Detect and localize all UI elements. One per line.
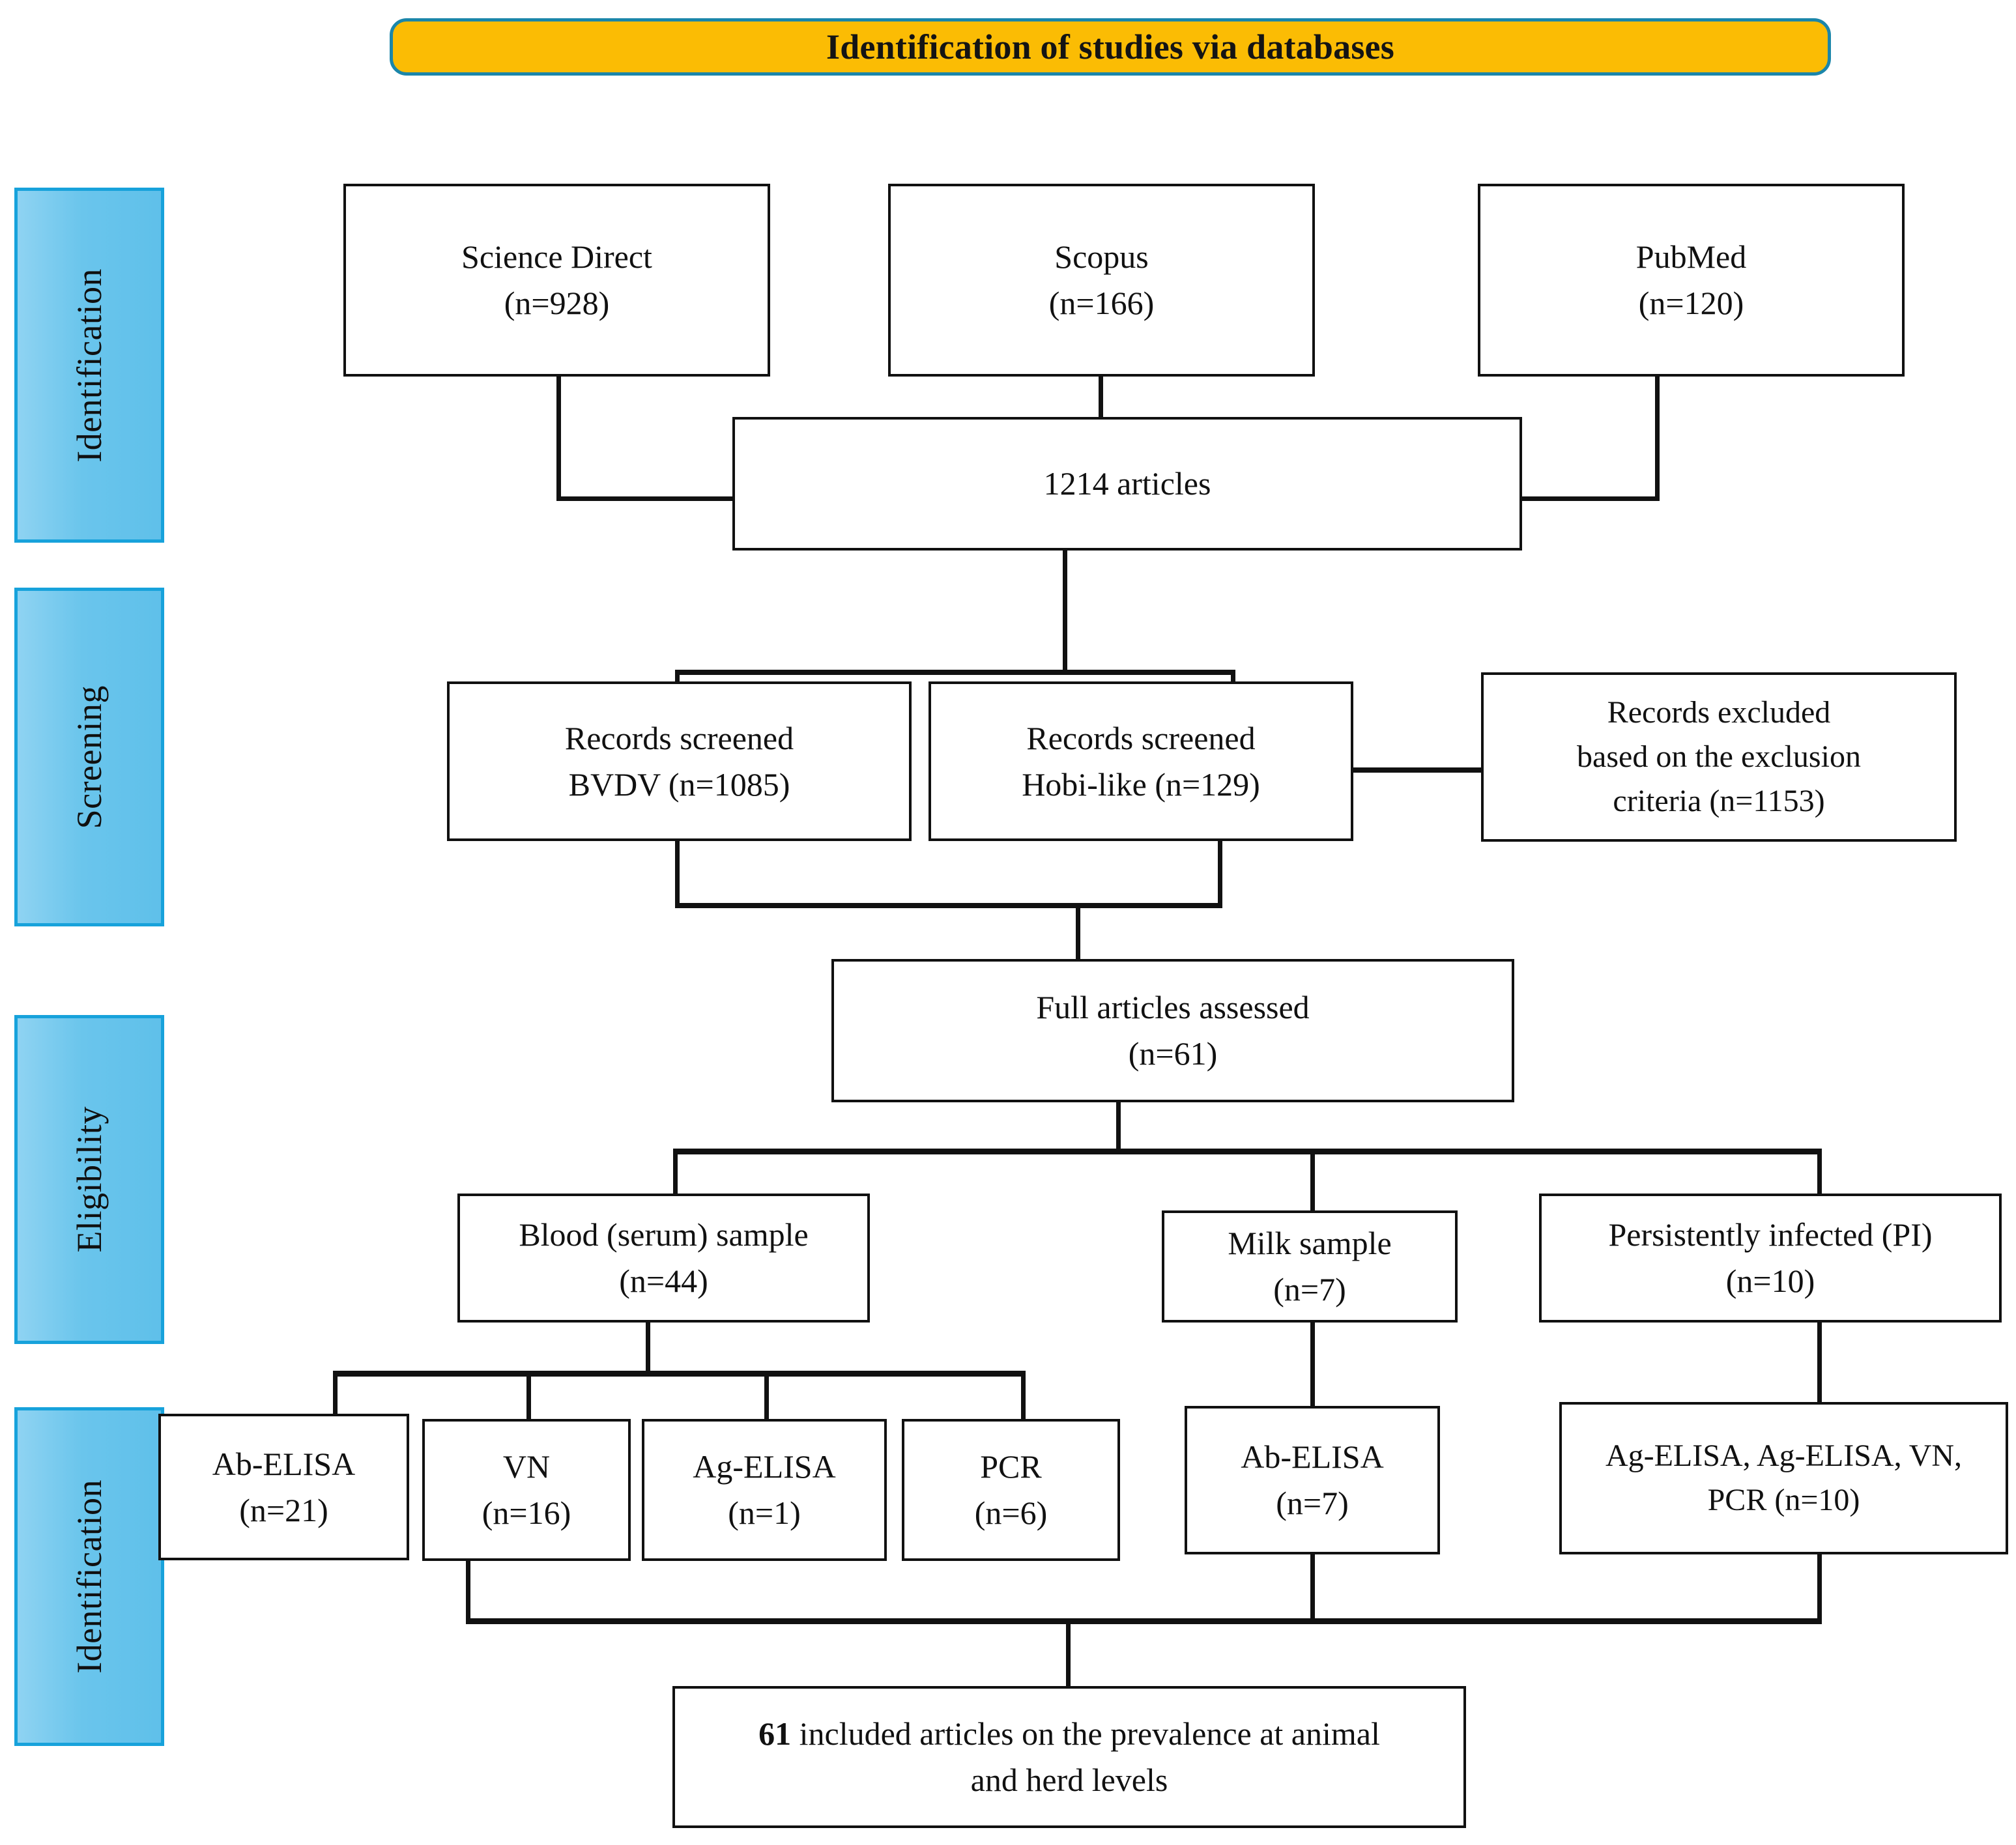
node-blood-ag-elisa[interactable]: Ag-ELISA (n=1) [642,1419,887,1561]
connector-bus-to-final [1066,1618,1071,1687]
node-line-2: PCR (n=10) [1707,1483,1860,1517]
node-line-1: 61 included articles on the prevalence a… [758,1711,1380,1757]
connector-blood-down [646,1321,650,1376]
node-line-2: (n=44) [619,1263,708,1299]
connector-milk-down [1310,1321,1315,1420]
node-line-1: Science Direct [461,238,652,275]
node-blood-ab-elisa[interactable]: Ab-ELISA (n=21) [158,1414,409,1560]
stage-chip-label: Identification [70,1480,109,1674]
included-text: included articles on the prevalence at a… [791,1715,1380,1752]
node-line-1: 1214 articles [1043,465,1211,502]
node-line-2: (n=1) [728,1495,801,1531]
stage-chip-screening: Screening [14,588,164,926]
diagram-title-banner: Identification of studies via databases [390,18,1831,76]
node-science-direct[interactable]: Science Direct (n=928) [343,184,770,377]
node-included-final[interactable]: 61 included articles on the prevalence a… [672,1686,1466,1828]
node-line-1: Records excluded [1607,694,1831,730]
connector-milk-ab-down [1310,1554,1315,1623]
connector-total-down [1063,551,1067,674]
connector-bus-to-pcr [1021,1371,1026,1420]
node-line-1: Blood (serum) sample [519,1216,809,1253]
connector-screening-bus [675,670,1235,675]
banner-title-text: Identification of studies via databases [826,27,1394,66]
node-line-2: (n=21) [239,1491,328,1528]
stage-chip-label: Eligibility [70,1106,109,1253]
node-records-screened-hobi[interactable]: Records screened Hobi-like (n=129) [929,681,1353,841]
node-records-excluded[interactable]: Records excluded based on the exclusion … [1481,672,1957,842]
node-line-3: criteria (n=1153) [1613,784,1825,819]
connector-merge-bus [675,903,1222,908]
node-line-2: (n=16) [482,1495,571,1531]
node-line-1: VN [502,1448,551,1485]
connector-scopus-down [1099,377,1103,420]
node-blood-pcr[interactable]: PCR (n=6) [902,1419,1120,1561]
connector-full-down [1116,1101,1121,1154]
node-records-screened-bvdv[interactable]: Records screened BVDV (n=1085) [447,681,912,841]
node-line-2: based on the exclusion [1577,739,1861,774]
node-line-1: Ab-ELISA [212,1445,356,1482]
connector-pi-methods-down [1817,1554,1822,1623]
connector-bus-to-pi [1817,1149,1822,1195]
node-total-articles[interactable]: 1214 articles [732,417,1522,551]
node-line-1: Ag-ELISA [693,1448,836,1485]
node-line-2: (n=7) [1276,1485,1349,1521]
stage-chip-identification-2: Identification [14,1407,164,1746]
node-line-1: PCR [980,1448,1042,1485]
node-line-2: (n=166) [1048,285,1155,321]
connector-sciencedirect-down [556,377,561,500]
connector-bus-to-ab-elisa [333,1371,338,1415]
connector-merge-to-full [1076,903,1080,959]
node-line-2: Hobi-like (n=129) [1022,765,1260,803]
node-line-1: Persistently infected (PI) [1608,1216,1933,1253]
node-persistently-infected[interactable]: Persistently infected (PI) (n=10) [1539,1194,2002,1323]
connector-bus-to-vn [526,1371,531,1420]
node-line-2: BVDV (n=1085) [568,765,790,803]
stage-chip-identification-1: Identification [14,188,164,543]
stage-chip-label: Screening [70,685,109,829]
node-milk-ab-elisa[interactable]: Ab-ELISA (n=7) [1185,1406,1440,1554]
node-line-2: and herd levels [970,1762,1168,1798]
stage-chip-eligibility: Eligibility [14,1015,164,1344]
node-line-1: PubMed [1635,238,1747,275]
stage-chip-label: Identification [70,268,109,463]
connector-sciencedirect-right [556,496,732,501]
connector-final-bus [466,1618,1822,1624]
connector-bus-to-blood [673,1149,678,1195]
connector-bus-to-milk [1310,1149,1315,1214]
node-milk-sample[interactable]: Milk sample (n=7) [1162,1210,1458,1323]
connector-bus-to-ag-elisa [764,1371,769,1420]
connector-pubmed-down [1655,377,1660,500]
node-pubmed[interactable]: PubMed (n=120) [1478,184,1905,377]
node-line-1: Milk sample [1228,1225,1392,1261]
connector-pubmed-left [1518,496,1660,501]
node-full-articles-assessed[interactable]: Full articles assessed (n=61) [831,959,1514,1102]
node-line-2: (n=10) [1725,1263,1815,1299]
node-line-1: Ag-ELISA, Ag-ELISA, VN, [1605,1438,1963,1473]
connector-pi-down [1817,1321,1822,1416]
node-line-1: Full articles assessed [1036,989,1310,1025]
node-pi-methods[interactable]: Ag-ELISA, Ag-ELISA, VN, PCR (n=10) [1559,1402,2008,1554]
node-blood-serum-sample[interactable]: Blood (serum) sample (n=44) [457,1194,870,1323]
node-line-1: Scopus [1054,238,1149,275]
node-line-2: (n=7) [1273,1271,1346,1308]
node-scopus[interactable]: Scopus (n=166) [888,184,1315,377]
included-count: 61 [758,1715,792,1752]
node-line-2: (n=928) [504,285,610,321]
connector-methods-bus [333,1371,1026,1377]
node-blood-vn[interactable]: VN (n=16) [422,1419,631,1561]
node-line-2: (n=61) [1128,1035,1218,1072]
node-line-1: Ab-ELISA [1241,1438,1384,1475]
connector-vn-down [466,1561,470,1623]
connector-hobi-to-excluded [1352,767,1482,773]
node-line-2: (n=120) [1638,285,1744,321]
node-line-1: Records screened [564,719,794,756]
connector-hobi-down [1218,840,1222,908]
connector-eligibility-bus [673,1149,1822,1154]
connector-bvdv-down [675,840,680,908]
node-line-2: (n=6) [974,1495,1048,1531]
node-line-1: Records screened [1026,719,1256,756]
